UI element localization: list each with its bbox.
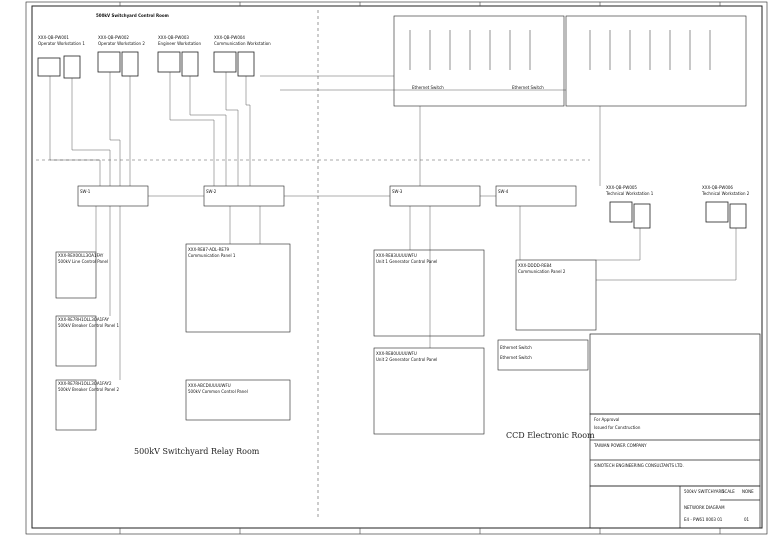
panel-2-label: 500kV Breaker Control Panel 1 (58, 323, 120, 328)
panel-4-tag: XXX-RE87-ADL-RE79 (188, 247, 230, 252)
panel-7-label: Unit 2 Generator Control Panel (376, 357, 438, 362)
ethernet-label-2: Ethernet Switch (500, 355, 532, 360)
workstation-5-label: Technical Workstation 1 (606, 191, 654, 196)
panel-2-tag: XXX-RE7RH1OLL3OA1FAY (58, 317, 109, 322)
drawing-frame (25, 1, 768, 535)
relay-room-label: 500kV Switchyard Relay Room (134, 447, 260, 456)
revision-row-2: Issued for Construction (594, 425, 641, 430)
room-dividers (36, 10, 590, 520)
panel-boxes (55, 243, 597, 435)
panel-3-label: 500kV Breaker Control Panel 2 (58, 387, 120, 392)
title-scale: NONE (742, 489, 754, 494)
panel-8-tag: XXX-DDDD-RE84 (518, 263, 552, 268)
panel-6-tag: XXX-RE83UUUUWFU (376, 253, 417, 258)
link-tag-4: SW-4 (498, 189, 509, 194)
title-block (589, 333, 761, 529)
panel-4-label: Communication Panel 1 (188, 253, 236, 258)
panel-5-tag: XXX-ABCDIUUUUWFU (188, 383, 231, 388)
link-tag-1: SW-1 (80, 189, 91, 194)
panel-8-label: Communication Panel 2 (518, 269, 566, 274)
workstation-1-label: Operator Workstation 1 (38, 41, 85, 46)
title-scale-label: SCALE (722, 489, 735, 494)
title-project: 500kV SWITCHYARD (684, 489, 725, 494)
title-rev: 01 (744, 517, 750, 522)
workstation-6-label: Technical Workstation 2 (702, 191, 750, 196)
panel-1-tag: XXX-REX0OLL3OA1FAY (58, 253, 104, 258)
revision-row-1: For Approval (594, 417, 620, 422)
workstation-2-label: Operator Workstation 2 (98, 41, 145, 46)
panel-1-label: 500kV Line Control Panel (58, 259, 109, 264)
workstation-icons (37, 51, 747, 229)
workstation-4-label: Communication Workstation (214, 41, 271, 46)
panel-6-label: Unit 1 Generator Control Panel (376, 259, 438, 264)
link-tag-3: SW-3 (392, 189, 403, 194)
control-room-label: 500kV Switchyard Control Room (96, 13, 169, 18)
workstation-1-tag: XXX-QB-PW001 (38, 35, 69, 40)
workstation-3-tag: XXX-QB-PW003 (158, 35, 189, 40)
workstation-2-tag: XXX-QB-PW002 (98, 35, 129, 40)
panel-3-tag: XXX-RE7RH1OLL3OA1FAY2 (58, 381, 112, 386)
switch-1-label: Ethernet Switch (412, 85, 444, 90)
panel-5-label: 500kV Common Control Panel (188, 389, 248, 394)
title-sheet: NETWORK DIAGRAM (684, 505, 725, 510)
network-cables (49, 72, 737, 380)
workstation-5-tag: XXX-QB-PW005 (606, 185, 637, 190)
title-company-1: TAIWAN POWER COMPANY (594, 443, 647, 448)
switch-2-label: Ethernet Switch (512, 85, 544, 90)
workstation-6-tag: XXX-QB-PW006 (702, 185, 733, 190)
frame-ticks (119, 2, 721, 534)
equipment-ticks (409, 30, 711, 70)
ccd-room-label: CCD Electronic Room (506, 431, 595, 440)
workstation-4-tag: XXX-QB-PW004 (214, 35, 245, 40)
title-dwg-no: E4 - PW61 0003 01 (684, 517, 723, 522)
title-company-2: SINOTECH ENGINEERING CONSULTANTS LTD. (594, 463, 684, 468)
link-tag-2: SW-2 (206, 189, 217, 194)
ethernet-label-1: Ethernet Switch (500, 345, 532, 350)
panel-7-tag: XXX-RE80UUUUWFU (376, 351, 417, 356)
workstation-3-label: Engineer Workstation (158, 41, 201, 46)
